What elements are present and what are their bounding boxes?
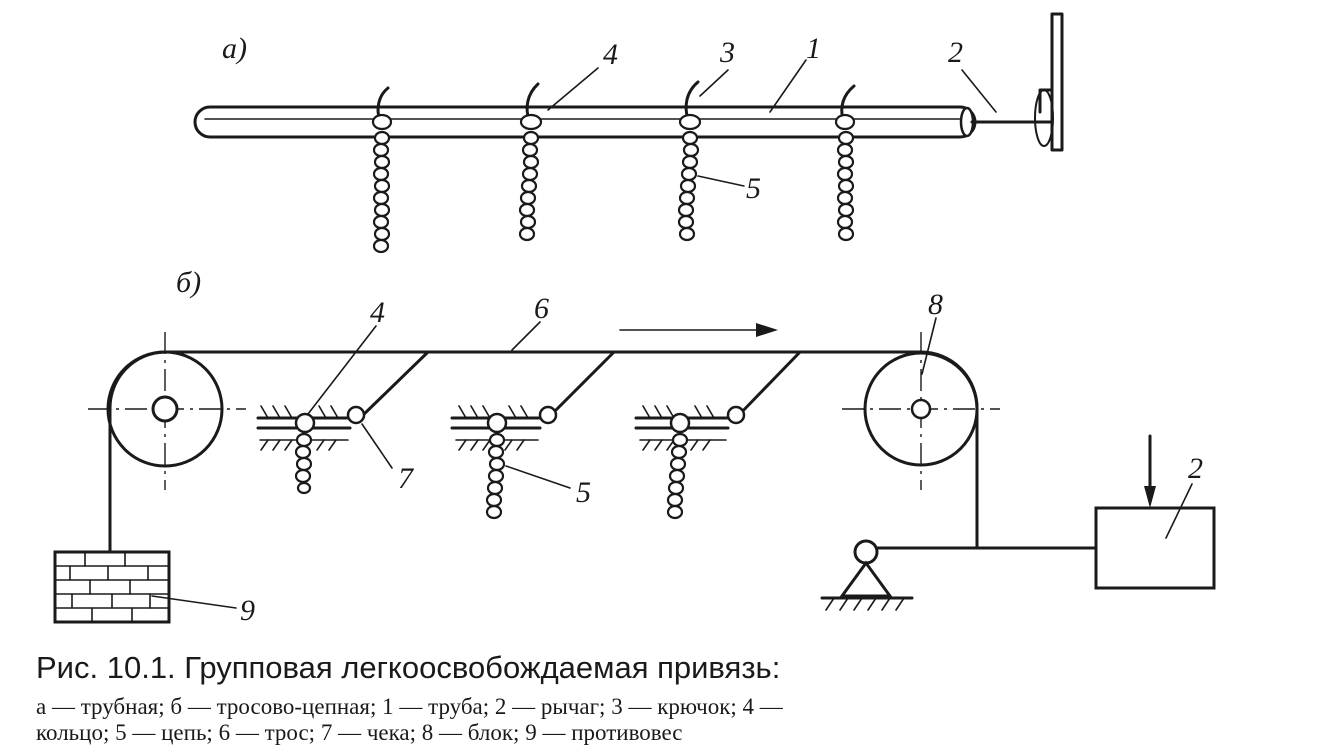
label-b-lever: 2	[1188, 452, 1203, 485]
leader-b-rope	[511, 321, 541, 351]
figure-caption-title: Рис. 10.1. Групповая легкоосвобождаемая …	[36, 650, 781, 685]
label-a-hook: 3	[719, 36, 735, 69]
label-b-counterweight: 9	[240, 594, 255, 627]
chain-b1	[294, 432, 313, 495]
leader-b-lever	[1165, 483, 1193, 539]
counterweight	[53, 550, 171, 624]
panel-a: а)	[193, 12, 1064, 254]
chain-a1	[372, 130, 391, 254]
leader-b-counterweight	[151, 595, 237, 609]
leader-a-pipe	[769, 59, 807, 113]
label-b-ring: 4	[370, 296, 385, 329]
label-a-lever: 2	[948, 36, 963, 69]
chain-a3	[677, 130, 700, 242]
label-b-block: 8	[928, 288, 943, 321]
ring-2	[486, 412, 508, 434]
panel-a-label: а)	[222, 32, 247, 65]
release-unit-1	[256, 405, 366, 495]
lever-mechanism	[820, 434, 1216, 611]
label-b-chain: 5	[576, 476, 591, 509]
hook-assembly-3	[677, 80, 702, 242]
pipe	[193, 105, 977, 139]
pin-2	[538, 405, 558, 425]
leader-a-ring	[547, 67, 599, 111]
chain-a4	[836, 130, 855, 242]
pin-3	[726, 405, 746, 425]
leader-a-hook	[699, 69, 729, 97]
pipe-lever	[970, 12, 1064, 152]
rope-right-wrap	[919, 350, 979, 411]
leader-b-block	[921, 317, 937, 375]
leader-a-chain	[697, 175, 745, 187]
panel-b-label: б)	[176, 266, 201, 299]
leader-b-chain	[505, 465, 571, 489]
hook-assembly-4	[834, 84, 856, 242]
rope-branch-1	[358, 350, 430, 420]
chain-a2	[518, 130, 540, 242]
legend-line-1: а — трубная; б — тросово-цепная; 1 — тру…	[36, 694, 783, 719]
ring-1	[294, 412, 316, 434]
ring-3	[669, 412, 691, 434]
panel-b: б)	[53, 266, 1216, 627]
label-b-pin: 7	[398, 462, 415, 495]
label-a-chain: 5	[746, 172, 761, 205]
hook-assembly-2	[518, 82, 543, 242]
pin-1	[346, 405, 366, 425]
rope-branch-2	[546, 350, 616, 420]
leader-a-lever	[961, 69, 997, 113]
chain-b3	[666, 432, 689, 520]
rope-left-wrap	[108, 350, 167, 411]
label-a-ring: 4	[603, 38, 618, 71]
label-a-pipe: 1	[806, 32, 821, 65]
label-b-rope: 6	[534, 292, 549, 325]
legend-line-2: кольцо; 5 — цепь; 6 — трос; 7 — чека; 8 …	[36, 720, 683, 745]
release-unit-2	[450, 405, 558, 520]
leader-b-ring	[307, 325, 377, 415]
release-unit-3	[634, 405, 746, 520]
direction-arrow	[619, 323, 778, 337]
leader-b-pin	[361, 423, 393, 469]
chain-b2	[485, 432, 506, 520]
left-pulley	[88, 332, 246, 490]
hook-assembly-1	[371, 86, 393, 254]
figure-legend: а — трубная; б — тросово-цепная; 1 — тру…	[36, 694, 1296, 746]
rope-branch-3	[734, 350, 802, 420]
